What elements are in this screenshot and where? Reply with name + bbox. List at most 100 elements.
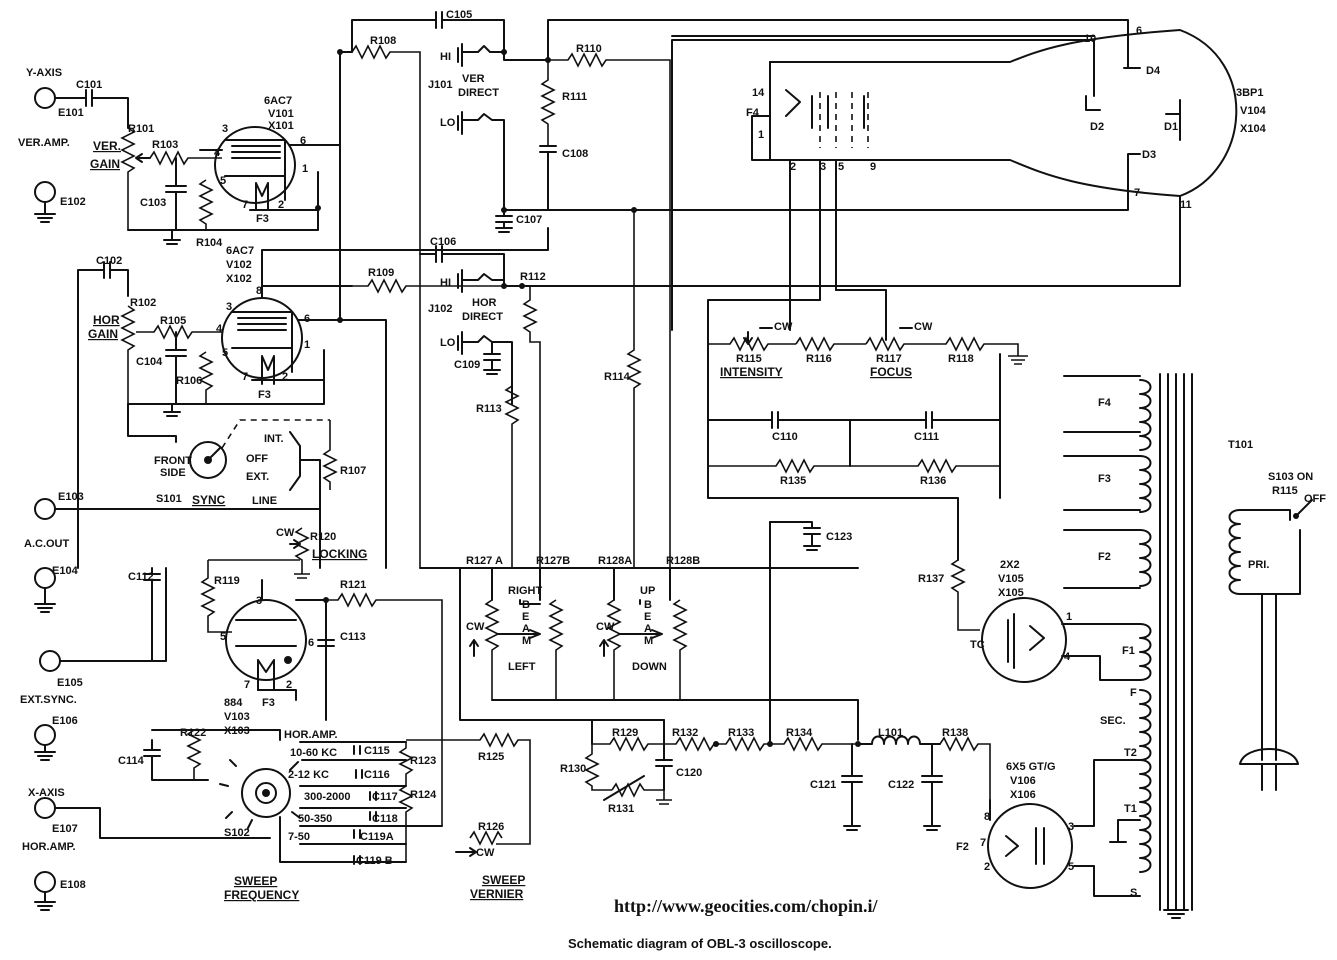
svg-text:E102: E102 xyxy=(60,196,86,208)
resistor-r106: R106 xyxy=(176,351,214,404)
svg-text:TC: TC xyxy=(970,639,985,651)
potentiometer-r127-horizontal-position[interactable]: R127 A R127B RIGHT B E A M LEFT CW xyxy=(466,555,570,700)
svg-text:C118: C118 xyxy=(372,813,398,825)
svg-text:C106: C106 xyxy=(430,236,456,248)
svg-text:1: 1 xyxy=(302,163,308,175)
svg-text:S: S xyxy=(1130,887,1137,899)
resistor-r130: R130 xyxy=(560,744,612,791)
primary-winding: PRI. xyxy=(1228,509,1301,761)
svg-text:7: 7 xyxy=(242,371,248,383)
svg-text:LOCKING: LOCKING xyxy=(312,547,367,561)
svg-text:LEFT: LEFT xyxy=(508,661,536,673)
svg-text:9: 9 xyxy=(870,161,876,173)
svg-text:14: 14 xyxy=(752,87,765,99)
v106-wires xyxy=(989,759,1141,897)
svg-text:J102: J102 xyxy=(428,303,452,315)
svg-text:C119 B: C119 B xyxy=(356,855,393,867)
svg-text:4: 4 xyxy=(216,323,223,335)
svg-text:2: 2 xyxy=(282,371,288,383)
svg-text:3BP1: 3BP1 xyxy=(1236,87,1264,99)
switch-s101-sync[interactable]: FRONT SIDE S101 SYNC OFF INT. EXT. LINE xyxy=(127,403,330,569)
svg-text:C104: C104 xyxy=(136,356,163,368)
svg-text:L101: L101 xyxy=(878,727,903,739)
svg-text:E: E xyxy=(644,611,651,623)
source-url[interactable]: http://www.geocities.com/chopin.i/ xyxy=(614,896,878,916)
resistor-r111: R111 xyxy=(540,60,587,146)
jack-j101: HI LO J101 VER DIRECT xyxy=(428,43,549,211)
capacitor-c113: C113 xyxy=(317,631,366,647)
svg-text:R115: R115 xyxy=(1272,485,1298,497)
svg-text:M: M xyxy=(644,635,653,647)
x-axis-wire xyxy=(54,807,271,839)
svg-text:R124: R124 xyxy=(410,789,437,801)
svg-text:7: 7 xyxy=(980,837,986,849)
svg-text:C113: C113 xyxy=(340,631,366,643)
svg-text:X104: X104 xyxy=(1240,123,1267,135)
svg-text:SWEEP: SWEEP xyxy=(482,873,525,887)
svg-text:E101: E101 xyxy=(58,107,84,119)
svg-text:VER.AMP.: VER.AMP. xyxy=(18,137,70,149)
svg-text:4: 4 xyxy=(214,147,221,159)
svg-text:C117: C117 xyxy=(372,791,398,803)
capacitor-c120: C120 xyxy=(655,719,702,791)
capacitor-c110: C110 xyxy=(707,411,851,467)
svg-text:CW: CW xyxy=(276,527,295,539)
resistor-r116: R116 xyxy=(795,336,866,365)
svg-text:V102: V102 xyxy=(226,259,252,271)
power-plug-icon xyxy=(1239,748,1299,791)
potentiometer-r128-vertical-position[interactable]: R128A R128B UP B E A M DOWN CW xyxy=(596,555,700,700)
capacitor-c106: C106 xyxy=(419,236,505,287)
v101-plate-wire xyxy=(199,51,353,321)
resistor-r104: R104 xyxy=(196,179,223,249)
figure-caption: Schematic diagram of OBL-3 oscilloscope. xyxy=(568,936,832,951)
potentiometer-r126-sweep-vernier[interactable]: R126 CW SWEEP VERNIER xyxy=(455,821,525,901)
svg-text:C114: C114 xyxy=(118,755,145,767)
svg-text:2: 2 xyxy=(286,679,292,691)
resistor-r122: R122 xyxy=(180,727,206,780)
svg-text:C103: C103 xyxy=(140,197,166,209)
svg-text:CW: CW xyxy=(476,847,495,859)
svg-text:R112: R112 xyxy=(520,271,546,283)
svg-text:PRI.: PRI. xyxy=(1248,559,1269,571)
svg-text:884: 884 xyxy=(224,697,243,709)
terminal-e101: Y-AXIS E101 xyxy=(26,67,84,119)
svg-text:EXT.: EXT. xyxy=(246,471,269,483)
svg-text:SIDE: SIDE xyxy=(160,467,186,479)
svg-text:R111: R111 xyxy=(562,91,587,103)
svg-text:VERNIER: VERNIER xyxy=(470,887,524,901)
svg-text:CW: CW xyxy=(774,321,793,333)
svg-text:6X5 GT/G: 6X5 GT/G xyxy=(1006,761,1056,773)
svg-text:R126: R126 xyxy=(478,821,504,833)
svg-text:F: F xyxy=(1130,687,1137,699)
svg-text:FREQUENCY: FREQUENCY xyxy=(224,888,299,902)
tube-v102: 6AC7 V102 X102 8 3 4 5 6 1 7 2 F3 xyxy=(216,245,310,401)
ver-direct-bus xyxy=(503,19,1129,211)
svg-text:R117: R117 xyxy=(876,353,902,365)
svg-text:GAIN: GAIN xyxy=(90,157,120,171)
svg-text:R102: R102 xyxy=(130,297,156,309)
potentiometer-r120-locking[interactable]: CW R120 LOCKING xyxy=(276,527,367,579)
svg-text:3: 3 xyxy=(820,161,826,173)
svg-text:HI: HI xyxy=(440,277,451,289)
crt-v104: 3BP1 V104 X104 10 6 D4 D2 D1 D3 7 11 14 … xyxy=(746,25,1267,211)
svg-text:F1: F1 xyxy=(1122,645,1135,657)
resistor-r110: R110 xyxy=(548,43,671,568)
svg-text:6: 6 xyxy=(300,135,306,147)
switch-s102-sweep-frequency[interactable]: S102 SWEEP FREQUENCY xyxy=(219,741,443,902)
crt-deflection-wire xyxy=(671,35,1095,331)
v105-filament-wire xyxy=(1061,623,1141,681)
terminal-e106: E106 xyxy=(34,715,78,761)
resistor-r135: R135 xyxy=(708,458,850,487)
svg-text:C111: C111 xyxy=(914,431,939,443)
svg-text:6AC7: 6AC7 xyxy=(264,95,292,107)
svg-text:1: 1 xyxy=(1066,611,1072,623)
beam-bus xyxy=(419,567,859,741)
filter-bus xyxy=(459,521,771,745)
svg-text:R101: R101 xyxy=(128,123,154,135)
resistor-r113: R113 xyxy=(476,342,520,568)
capacitor-c107: C107 xyxy=(495,209,542,233)
svg-text:11: 11 xyxy=(1180,199,1192,211)
svg-text:F4: F4 xyxy=(1098,397,1112,409)
svg-text:V106: V106 xyxy=(1010,775,1036,787)
switch-s103-power[interactable]: S103 ON R115 OFF xyxy=(1268,471,1326,519)
